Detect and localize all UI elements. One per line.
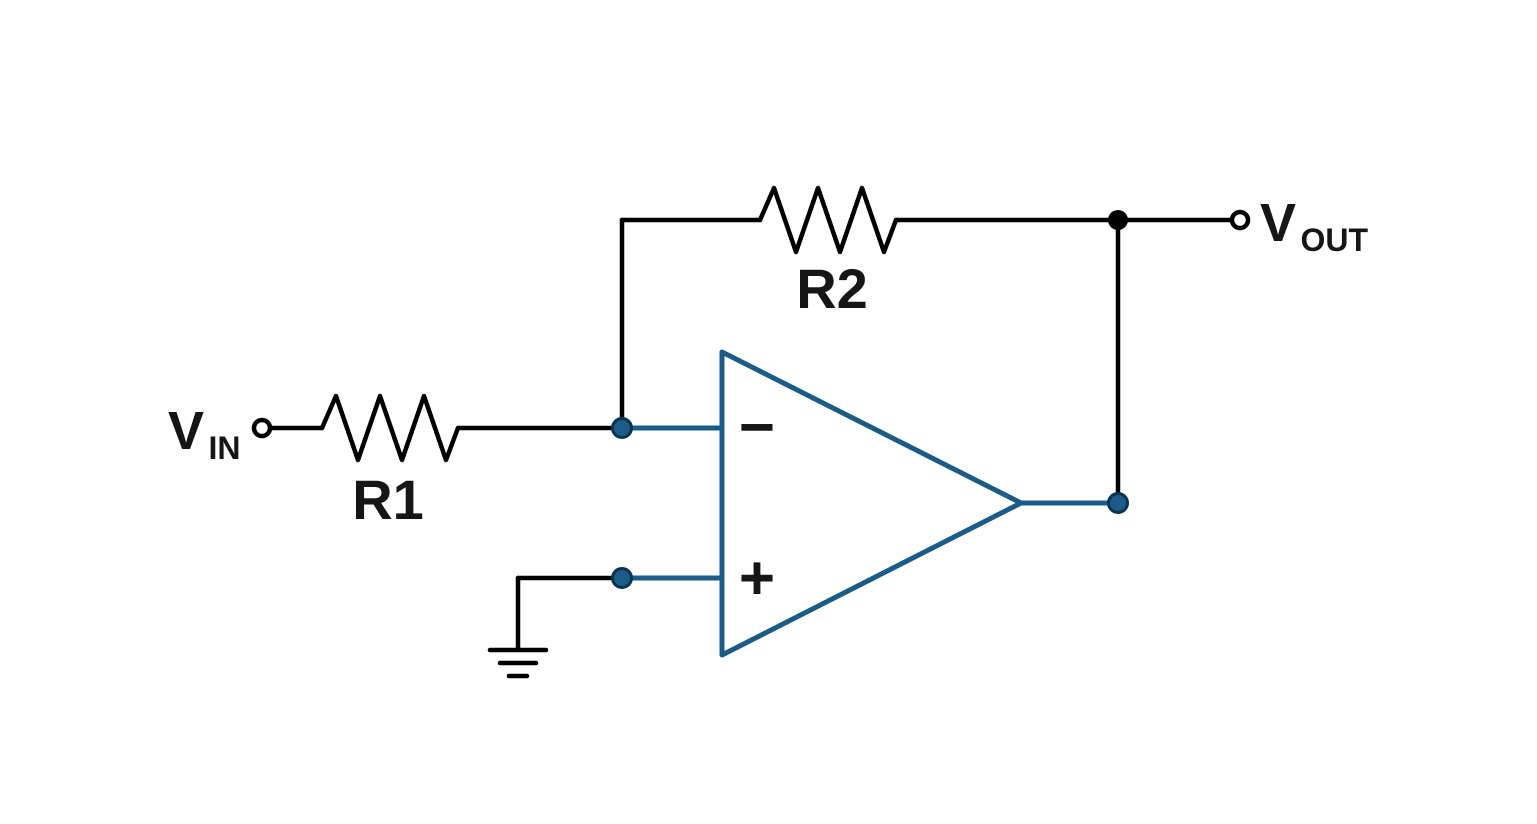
node-noninverting-input [611,567,633,589]
labels: V IN V OUT R1 R2 − + [168,193,1368,613]
node-output [1107,492,1129,514]
wire-network [251,185,1251,679]
label-vout: V OUT [1260,193,1368,258]
ground-symbol [487,647,549,679]
connection-nodes [611,417,1129,589]
junction-output-top [1108,210,1128,230]
opamp-triangle [719,349,1024,658]
label-r2: R2 [796,257,868,320]
vout-terminal [1229,209,1251,231]
node-inverting-input [611,417,633,439]
label-vin-main: V [168,401,204,461]
label-vin: V IN [168,401,240,466]
opamp-group [619,349,1121,658]
vin-terminal [251,417,273,439]
resistor-r1-symbol [319,393,461,463]
label-vout-sub: OUT [1300,222,1368,258]
opamp-minus-sign: − [739,393,775,462]
resistor-r2-symbol [757,185,899,255]
label-vout-main: V [1260,193,1296,253]
label-r1: R1 [352,468,424,531]
opamp-plus-sign: + [739,544,775,613]
label-vin-sub: IN [208,430,240,466]
